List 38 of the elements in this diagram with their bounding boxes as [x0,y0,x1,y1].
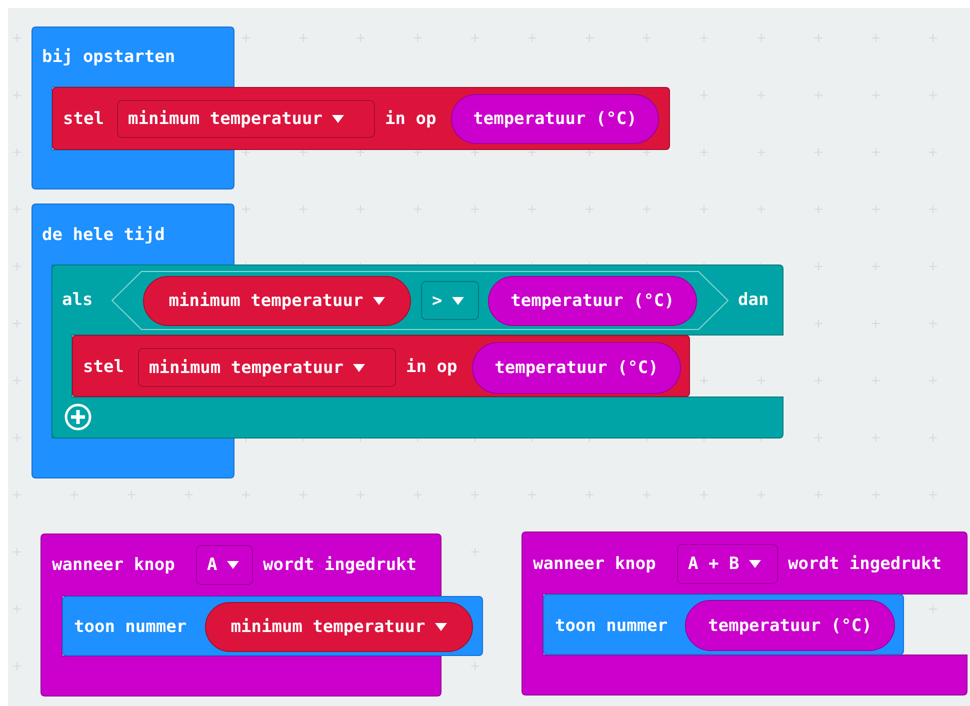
statement-block [543,594,904,655]
block-label: in op [406,356,458,378]
reporter-block [472,342,681,394]
block-label: toon nummer [74,616,187,638]
block-label: stel [83,356,124,378]
if-block [52,265,783,438]
block-label: bij opstarten [42,46,176,68]
dropdown: minimum temperatuur [138,348,396,387]
block-label: de hele tijd [42,224,165,246]
dropdown: A [196,545,253,585]
block-label: wordt ingedrukt [263,554,417,576]
block-label: temperatuur (°C) [473,109,637,129]
dropdown: minimum temperatuur [117,100,375,138]
block-label: temperatuur (°C) [708,616,872,636]
statement-block [62,596,483,656]
block-label: in op [385,108,436,130]
dropdown: A + B [677,544,778,584]
block-label: stel [63,108,104,130]
comparison-block [112,271,728,330]
dropdown: > [421,281,479,320]
block-label: dan [738,290,769,310]
block-label: toon nummer [555,616,668,636]
variable-block [205,602,473,652]
statement-block [52,87,670,150]
statement-block [72,335,690,397]
reporter-block [451,94,659,144]
event-block [522,532,967,695]
block-label: temperatuur (°C) [494,358,658,378]
block-label: temperatuur (°C) [510,291,674,311]
reporter-block [488,276,697,326]
block-label: als [62,290,93,310]
block-label: wordt ingedrukt [788,554,942,574]
block-label: wanneer knop [533,554,656,574]
block-label: wanneer knop [52,554,175,576]
variable-block [143,276,411,326]
reporter-block [685,600,895,651]
block-label: minimum temperatuur [230,617,426,637]
block-label: minimum temperatuur [168,291,364,311]
